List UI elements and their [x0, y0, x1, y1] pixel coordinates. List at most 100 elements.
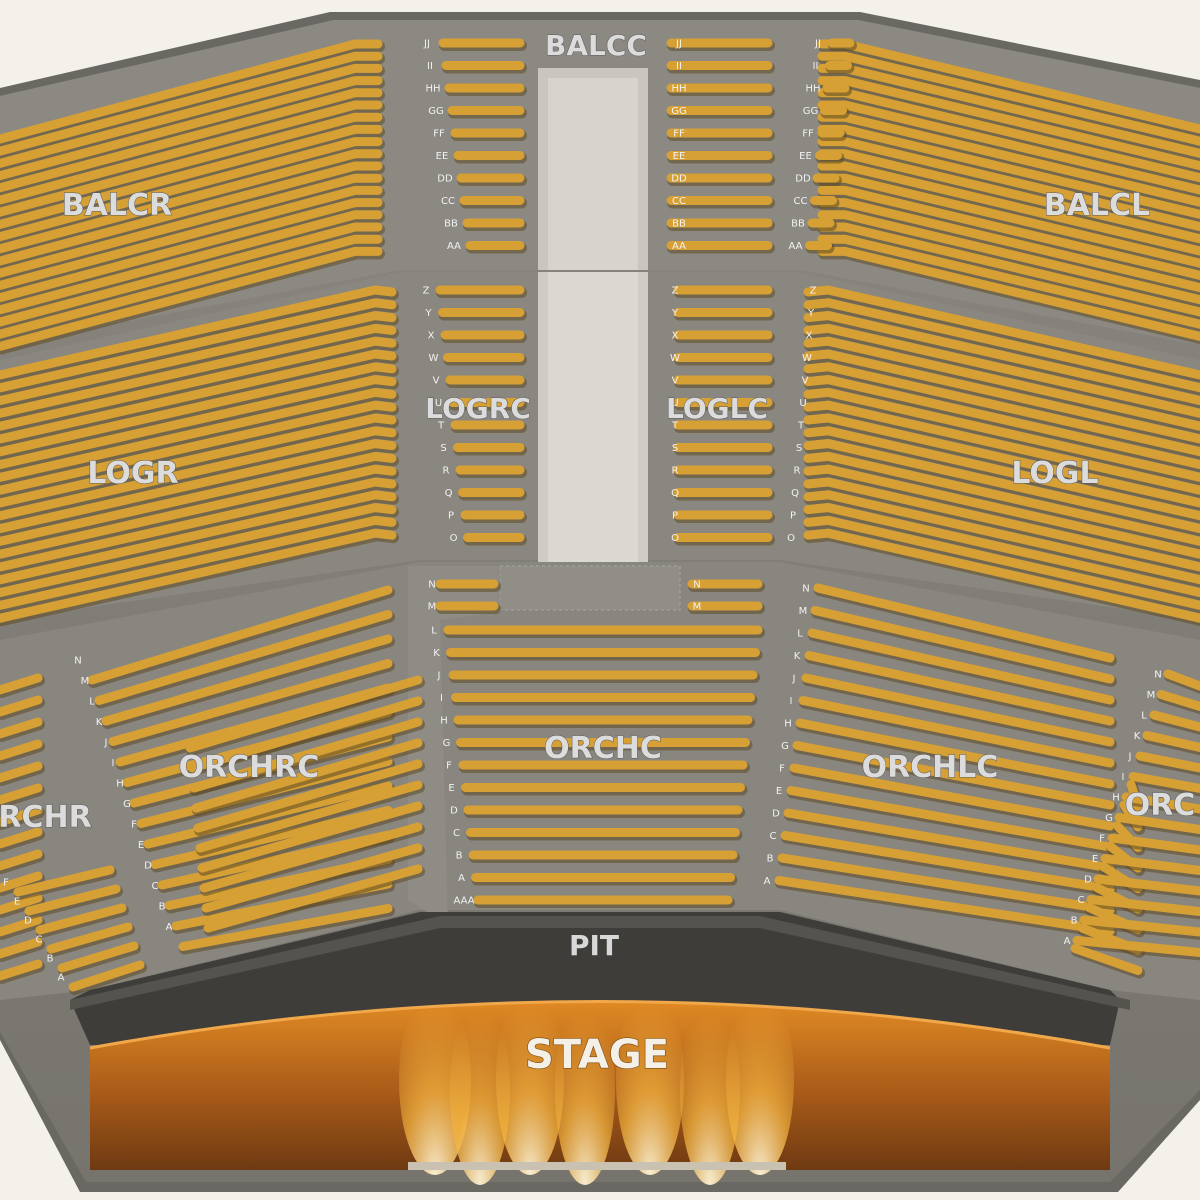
logr-row[interactable]	[0, 285, 397, 380]
orchl-row[interactable]	[1156, 690, 1200, 711]
orchrc-row[interactable]	[150, 806, 393, 869]
logl-row[interactable]	[803, 515, 1200, 610]
section-balcc-label[interactable]: BALCC	[545, 29, 648, 63]
balcr-row[interactable]	[0, 161, 383, 266]
orchr-row[interactable]	[0, 783, 43, 805]
logl-row[interactable]	[803, 528, 1200, 623]
orchlc-row[interactable]	[786, 786, 1115, 852]
logr-row[interactable]	[0, 375, 397, 470]
logr-row[interactable]	[0, 323, 397, 418]
section-orchl-label[interactable]: ORC	[1124, 788, 1196, 824]
orchlc-row[interactable]	[795, 718, 1115, 789]
balcr-row[interactable]	[0, 246, 383, 351]
orchl-row[interactable]	[1093, 874, 1200, 896]
logl-row[interactable]	[803, 490, 1200, 585]
orchrc-row[interactable]	[193, 759, 423, 833]
logl-row[interactable]	[803, 451, 1200, 546]
balcl-row[interactable]	[817, 137, 1200, 232]
orchrc-row[interactable]	[101, 634, 393, 726]
logr-row[interactable]	[0, 503, 397, 598]
balcl-row[interactable]	[817, 234, 1200, 329]
orchlc-row[interactable]	[792, 741, 1115, 810]
logl-row[interactable]	[803, 323, 1200, 418]
balcr-row[interactable]	[0, 124, 383, 229]
balcl-row[interactable]	[817, 100, 1200, 195]
orchlc-row[interactable]	[789, 763, 1115, 831]
logr-row[interactable]	[0, 451, 397, 546]
section-logl-label[interactable]: LOGL	[1011, 456, 1099, 492]
logl-row[interactable]	[803, 413, 1200, 508]
balcr-row[interactable]	[0, 137, 383, 242]
orchr-row[interactable]	[0, 849, 43, 871]
balcr-row[interactable]	[0, 39, 383, 144]
orchr-row[interactable]	[13, 865, 115, 897]
logr-row[interactable]	[0, 439, 397, 534]
balcr-row[interactable]	[0, 198, 383, 303]
balcr-row[interactable]	[0, 100, 383, 205]
orchr-row[interactable]	[0, 915, 43, 937]
orchrc-row[interactable]	[199, 822, 423, 893]
orchr-row[interactable]	[35, 903, 127, 935]
logl-row[interactable]	[803, 387, 1200, 482]
logr-row[interactable]	[0, 528, 397, 623]
orchl-row[interactable]	[1086, 895, 1200, 916]
logl-row[interactable]	[803, 503, 1200, 598]
logr-row[interactable]	[0, 311, 397, 406]
balcr-row[interactable]	[0, 173, 383, 278]
section-orchlc-label[interactable]: ORCHLC	[861, 750, 999, 786]
logr-row[interactable]	[0, 426, 397, 521]
orchr-row[interactable]	[0, 805, 43, 827]
logr-row[interactable]	[0, 515, 397, 610]
orchl-row[interactable]	[1107, 833, 1200, 855]
section-balcl-label[interactable]: BALCL	[1043, 188, 1150, 224]
balcr-row[interactable]	[0, 63, 383, 168]
orchr-row[interactable]	[0, 717, 43, 739]
logl-row[interactable]	[803, 477, 1200, 572]
section-orchr-label[interactable]: RCHR	[0, 800, 92, 836]
orchlc-row[interactable]	[807, 628, 1115, 705]
orchlc-row[interactable]	[777, 853, 1115, 915]
orchl-row[interactable]	[1149, 710, 1200, 732]
orchr-row[interactable]	[0, 871, 43, 893]
section-logr-label[interactable]: LOGR	[87, 456, 179, 492]
orchr-row[interactable]	[68, 960, 145, 992]
orchrc-row[interactable]	[94, 610, 393, 705]
orchrc-row[interactable]	[87, 585, 393, 685]
logl-row[interactable]	[803, 336, 1200, 431]
orchr-row[interactable]	[57, 941, 139, 973]
logl-row[interactable]	[803, 426, 1200, 521]
orchlc-row[interactable]	[774, 876, 1115, 936]
orchl-row[interactable]	[1070, 944, 1143, 975]
orchlc-row[interactable]	[783, 808, 1115, 873]
orchl-row[interactable]	[1072, 936, 1200, 957]
section-logrc-label[interactable]: LOGRC	[425, 392, 532, 426]
logr-row[interactable]	[0, 336, 397, 431]
orchr-row[interactable]	[24, 884, 121, 916]
section-orchc-label[interactable]: ORCHC	[544, 731, 663, 767]
orchr-row[interactable]	[0, 695, 43, 717]
balcr-row[interactable]	[0, 222, 383, 327]
orchl-row[interactable]	[1128, 772, 1200, 793]
logl-row[interactable]	[803, 439, 1200, 534]
logr-row[interactable]	[0, 490, 397, 585]
balcl-row[interactable]	[817, 210, 1200, 305]
orchlc-row[interactable]	[810, 606, 1115, 684]
balcr-row[interactable]	[0, 76, 383, 181]
balcr-row[interactable]	[0, 210, 383, 315]
orchrc-row[interactable]	[178, 904, 393, 951]
balcr-row[interactable]	[0, 149, 383, 254]
balcl-row[interactable]	[817, 161, 1200, 256]
balcl-row[interactable]	[817, 185, 1200, 280]
logl-row[interactable]	[803, 375, 1200, 470]
balcl-row[interactable]	[817, 51, 1200, 146]
orchl-row[interactable]	[1079, 915, 1200, 937]
orchlc-row[interactable]	[798, 696, 1115, 768]
orchlc-row[interactable]	[801, 673, 1115, 747]
balcr-row[interactable]	[0, 234, 383, 339]
balcl-row[interactable]	[817, 76, 1200, 171]
logl-row[interactable]	[803, 362, 1200, 457]
logr-row[interactable]	[0, 387, 397, 482]
section-orchrc-label[interactable]: ORCHRC	[178, 750, 320, 786]
orchr-row[interactable]	[0, 959, 43, 981]
logl-row[interactable]	[803, 298, 1200, 393]
